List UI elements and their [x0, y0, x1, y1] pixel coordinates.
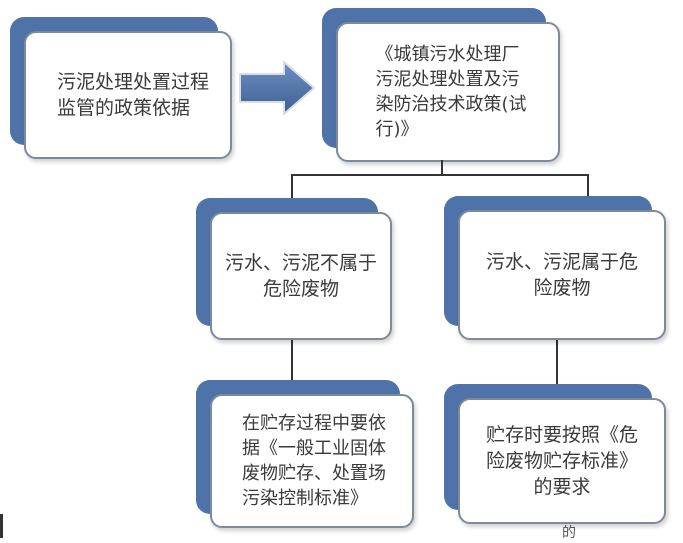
- node-policy-document: 《城镇污水处理厂 污泥处理处置及污 染防治技术政策(试 行)》: [322, 8, 560, 162]
- edge-mark: [0, 514, 3, 538]
- connector-line: [556, 338, 558, 386]
- node-body: 污水、污泥不属于 危险废物: [210, 212, 392, 340]
- connector-line: [291, 338, 293, 382]
- connector-line: [587, 174, 589, 202]
- node-body: 《城镇污水处理厂 污泥处理处置及污 染防治技术政策(试 行)》: [336, 22, 560, 162]
- connector-line: [291, 174, 589, 176]
- node-label: 污泥处理处置过程 监管的政策依据: [56, 71, 209, 119]
- node-hazardous: 污水、污泥属于危 险废物: [444, 196, 666, 340]
- node-policy-basis: 污泥处理处置过程 监管的政策依据: [10, 17, 232, 159]
- trailing-text: 的: [562, 525, 576, 541]
- node-body: 贮存时要按照《危 险废物贮存标准》 的要求: [458, 398, 666, 524]
- node-general-storage-standard: 在贮存过程中要依 据《一般工业固体 废物贮存、处置场 污染控制标准》: [196, 380, 414, 528]
- node-not-hazardous: 污水、污泥不属于 危险废物: [196, 198, 392, 340]
- node-label: 污水、污泥属于危 险废物: [485, 251, 638, 299]
- node-label: 贮存时要按照《危 险废物贮存标准》 的要求: [485, 424, 638, 498]
- node-hazard-storage-standard: 贮存时要按照《危 险废物贮存标准》 的要求: [444, 384, 666, 524]
- node-label: 《城镇污水处理厂 污泥处理处置及污 染防治技术政策(试 行)》: [375, 44, 527, 140]
- node-body: 污水、污泥属于危 险废物: [458, 210, 666, 340]
- node-body: 在贮存过程中要依 据《一般工业固体 废物贮存、处置场 污染控制标准》: [210, 394, 414, 528]
- node-label: 在贮存过程中要依 据《一般工业固体 废物贮存、处置场 污染控制标准》: [242, 413, 386, 509]
- connector-line: [291, 174, 293, 202]
- node-body: 污泥处理处置过程 监管的政策依据: [24, 31, 232, 159]
- right-arrow-icon: [239, 60, 316, 116]
- connector-line: [441, 160, 443, 175]
- node-label: 污水、污泥不属于 危险废物: [224, 252, 377, 300]
